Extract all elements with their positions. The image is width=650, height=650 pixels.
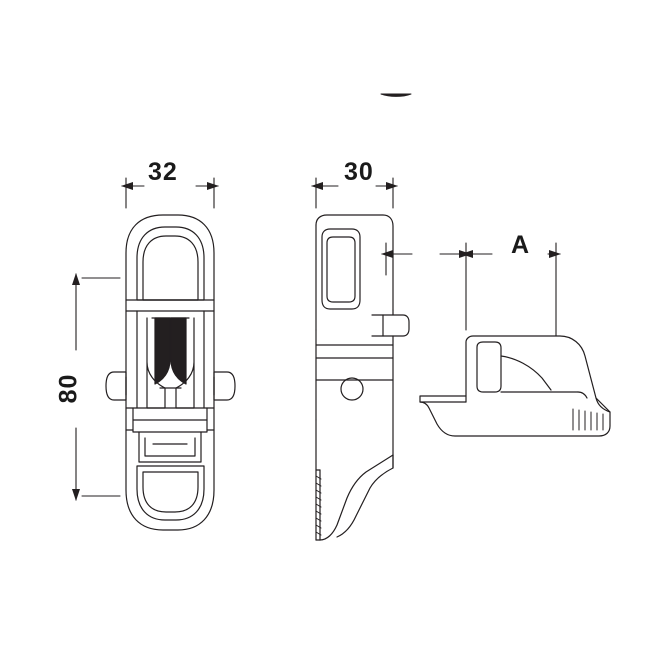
dimension-label-30: 30	[344, 158, 374, 186]
dimension-label-32: 32	[148, 158, 178, 186]
dimension-lines	[72, 177, 561, 501]
top-ellipse-mark	[380, 93, 412, 97]
side-view-geometry	[315, 214, 611, 541]
dimension-label-80: 80	[54, 373, 83, 404]
dimension-label-a: A	[511, 231, 530, 259]
top-view-geometry	[105, 214, 236, 531]
